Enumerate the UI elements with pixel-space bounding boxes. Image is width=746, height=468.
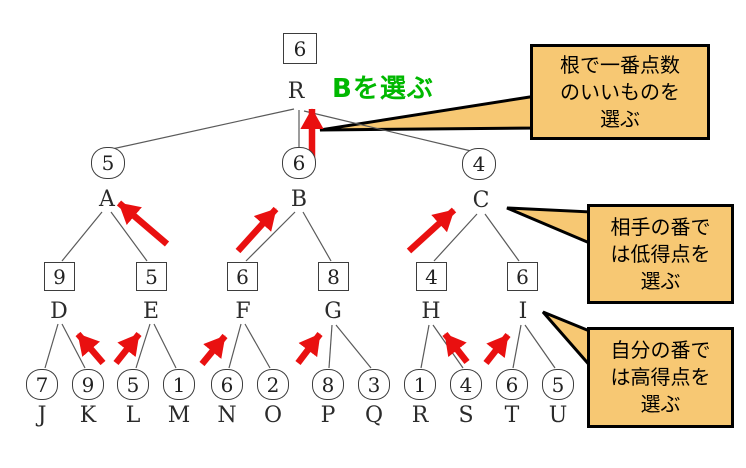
leaf-label-P: P [320,403,336,428]
node-value-F: 6 [227,262,258,291]
leaf-value-O: 2 [257,369,289,400]
leaf-label-M: M [167,403,191,428]
choice-arrow-F-to-B [235,206,279,254]
leaf-value-Q: 3 [358,369,390,400]
leaf-value-T: 6 [496,369,528,400]
choice-arrow-K-to-D [75,331,106,366]
callout-self-rule: 自分の番で は高得点を 選ぶ [587,327,734,428]
node-label-H: H [421,299,441,324]
node-value-G: 8 [318,262,349,291]
leaf-value-P: 8 [312,369,344,400]
node-label-E: E [142,299,160,324]
node-label-A: A [99,187,115,212]
leaf-label-J: J [37,403,47,428]
choice-arrow-L-to-E [113,331,142,366]
leaf-value-R: 1 [404,369,436,400]
leaf-value-L: 5 [117,369,149,400]
edge-G-P [328,324,333,369]
node-label-B: B [290,187,308,212]
edge-E-L [135,323,151,369]
choice-arrow-P-to-G [295,332,323,365]
callout-opponent-rule: 相手の番で は低得点を 選ぶ [587,204,734,304]
callout-root-rule-line-1: 根で一番点数 [560,52,680,77]
node-label-I: I [518,299,528,324]
choice-arrow-E-to-A [116,200,170,247]
callout-opponent-rule-line-1: 相手の番で [610,214,711,239]
callout-opponent-rule-line-3: 選ぶ [640,268,681,293]
edge-G-Q [335,324,372,369]
edge-A-D [61,211,103,262]
root-value-box: 6 [283,33,317,64]
choice-arrow-N-to-F [199,333,228,367]
leaf-value-N: 6 [211,369,243,400]
edge-F-O [244,323,271,369]
edge-R-C [303,110,472,152]
leaf-label-N: N [217,403,237,428]
node-label-D: D [50,299,68,324]
edge-D-K [61,323,86,369]
edge-R-A [111,108,295,150]
edge-I-U [524,324,556,369]
leaf-label-T: T [504,403,520,428]
callout-root-rule-line-3: 選ぶ [600,106,640,131]
edge-D-J [44,323,59,369]
leaf-label-K: K [79,403,97,428]
edge-I-T [512,324,522,369]
callout-tails [319,94,594,372]
edge-C-H [433,213,478,262]
choice-arrows [75,108,511,367]
callout-self-rule-line-2: は高得点を [610,365,711,389]
edge-F-N [228,323,242,369]
choice-arrow-S-to-H [442,331,470,365]
leaf-value-U: 5 [542,369,574,400]
leaf-label-U: U [548,403,568,428]
leaf-value-J: 7 [26,369,58,400]
node-value-D: 9 [44,262,75,291]
edge-H-R [420,324,430,369]
root-label: R [287,79,305,104]
leaf-label-L: L [125,403,141,428]
edge-C-I [484,213,520,262]
callout-tail-self-rule [541,310,594,372]
node-value-I: 6 [507,262,538,291]
edge-B-F [245,211,296,262]
node-value-H: 4 [416,262,447,291]
node-value-E: 5 [136,262,167,291]
leaf-label-S: S [458,403,474,428]
callout-opponent-rule-line-2: は低得点を [610,241,711,266]
node-label-G: G [324,299,342,324]
leaf-label-R: R [411,403,429,428]
edge-A-E [110,211,148,262]
node-value-B: 6 [282,147,316,179]
leaf-label-O: O [263,403,283,428]
tree-edges [44,108,556,369]
leaf-value-K: 9 [72,369,104,400]
choice-arrow-T-to-I [483,332,511,366]
green-annotation: Bを選ぶ [332,74,434,104]
callout-self-rule-line-1: 自分の番で [610,338,711,362]
callout-tail-opponent-rule [506,206,594,247]
node-label-F: F [235,299,251,324]
callout-self-rule-line-3: 選ぶ [640,392,681,416]
node-value-C: 4 [462,148,496,180]
leaf-label-Q: Q [364,403,384,428]
node-value-A: 5 [91,147,125,179]
leaf-value-M: 1 [163,369,195,400]
callout-root-rule-line-2: のいいものを [560,79,680,104]
node-label-C: C [472,188,490,213]
choice-arrow-H-to-C [406,207,457,254]
leaf-value-S: 4 [450,369,482,400]
edge-E-M [153,323,177,369]
callout-root-rule: 根で一番点数 のいいものを 選ぶ [530,44,710,140]
edge-B-G [302,211,332,262]
